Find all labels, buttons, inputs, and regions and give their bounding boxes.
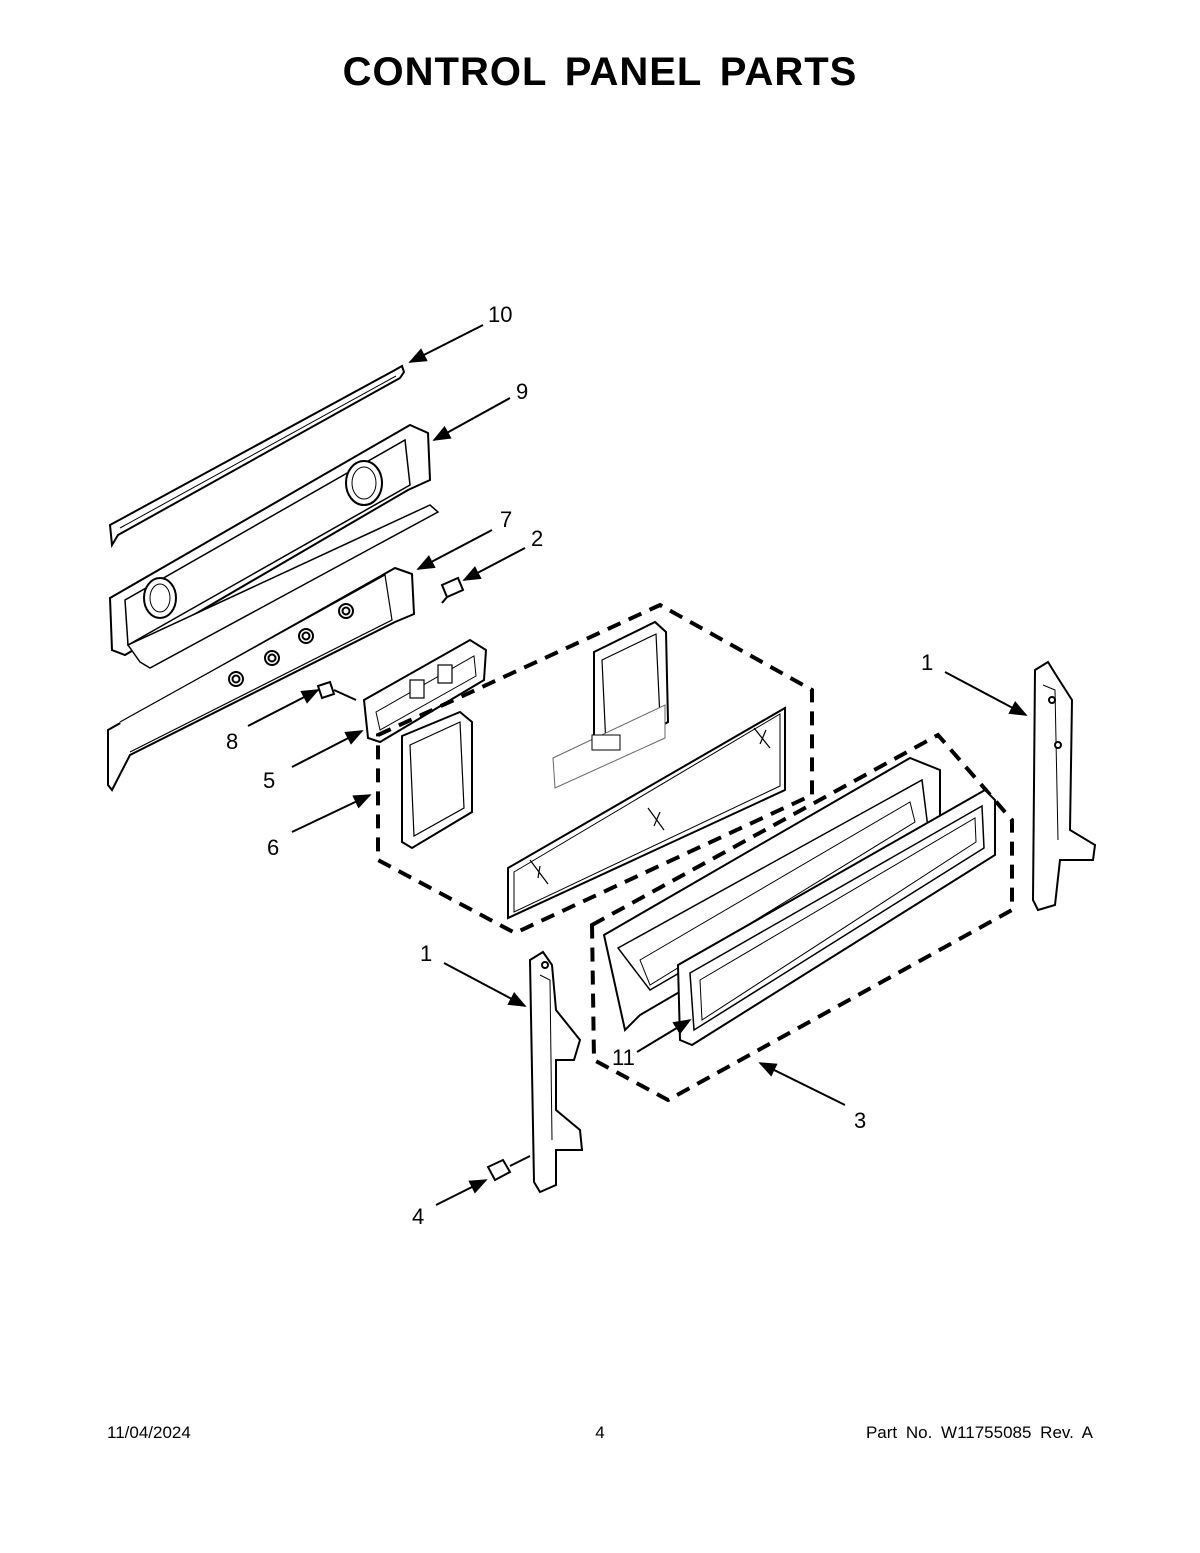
- leader-2: [462, 547, 526, 581]
- callout-10: 10: [488, 302, 512, 327]
- part-side-trim-right: [1031, 660, 1097, 912]
- leader-7: [416, 529, 493, 570]
- part-control-board: [362, 638, 488, 744]
- part-inner-bezel: [676, 788, 996, 1047]
- callout-6: 6: [267, 835, 279, 860]
- leader-3: [758, 1062, 846, 1106]
- footer-date: 11/04/2024: [107, 1423, 191, 1442]
- callout-9: 9: [516, 379, 528, 404]
- callout-4: 4: [412, 1204, 424, 1229]
- part-side-trim-left: [528, 950, 584, 1194]
- callout-8: 8: [226, 729, 238, 754]
- part-control-bracket: [107, 566, 416, 792]
- page-title: CONTROL PANEL PARTS: [342, 50, 858, 94]
- callout-1-right: 1: [921, 650, 933, 675]
- callout-labels: 10 9 7 2 8 5 6 1 1 11 3 4: [226, 302, 933, 1229]
- group-outline-3: [589, 732, 1014, 1103]
- callout-5: 5: [263, 768, 275, 793]
- part-glass-panel: [507, 704, 786, 920]
- group-outline-6: [376, 602, 814, 936]
- callout-1-left: 1: [420, 941, 432, 966]
- leader-arrows: [247, 324, 1028, 1206]
- part-screw-top: [440, 576, 465, 604]
- callout-7: 7: [500, 507, 512, 532]
- leader-5: [291, 730, 364, 768]
- part-rear-housing: [108, 423, 440, 669]
- footer-page-number: 4: [595, 1423, 605, 1442]
- leader-1-right: [944, 671, 1028, 716]
- part-bracket-left: [401, 710, 473, 850]
- part-screw-board: [316, 680, 357, 701]
- leader-10: [408, 324, 484, 363]
- footer-part-revision: Part No. W11755085 Rev. A: [865, 1423, 1093, 1442]
- callout-11: 11: [612, 1045, 635, 1070]
- part-trim-strip: [108, 364, 406, 549]
- leader-8: [247, 689, 320, 727]
- part-screw-bottom: [486, 1155, 531, 1182]
- leader-1-left: [443, 962, 527, 1007]
- leader-6: [291, 794, 372, 833]
- leader-11: [636, 1019, 692, 1053]
- leader-4: [435, 1179, 488, 1206]
- callout-2: 2: [531, 526, 543, 551]
- leader-9: [432, 397, 511, 441]
- callout-3: 3: [854, 1108, 866, 1133]
